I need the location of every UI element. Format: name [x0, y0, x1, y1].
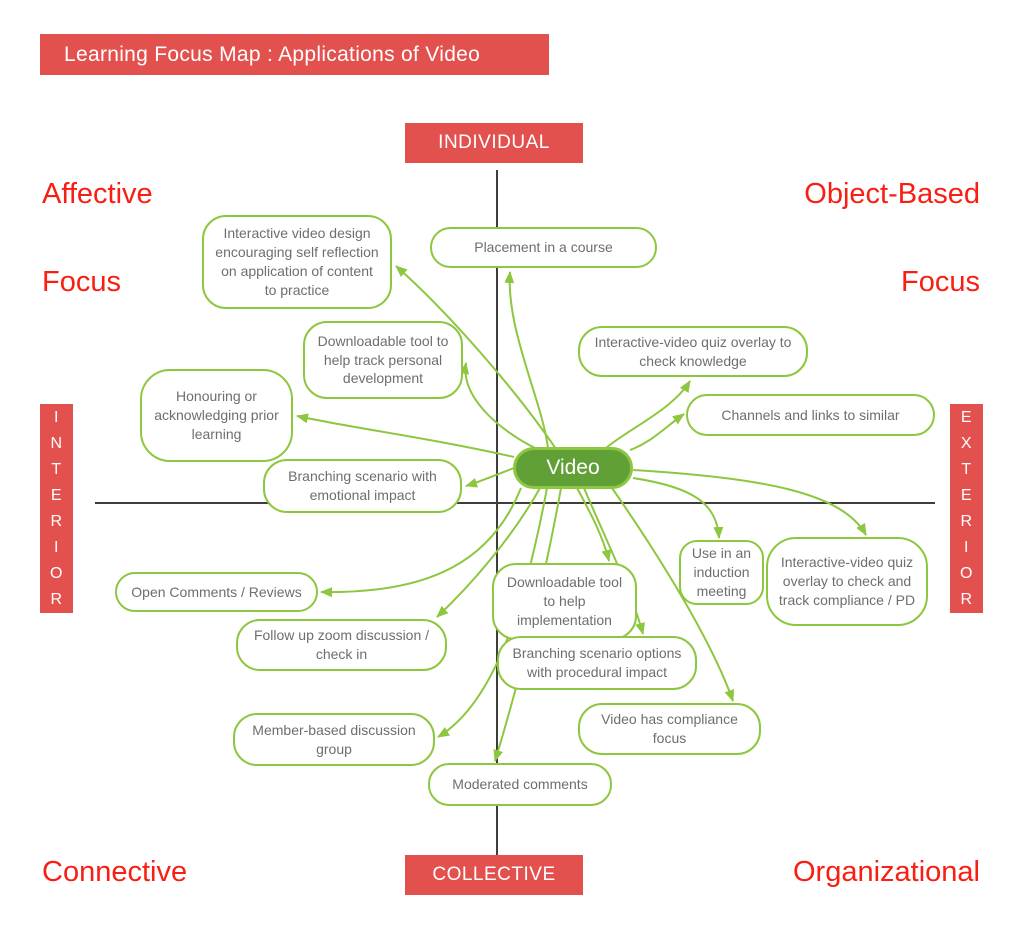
video-node: Video: [513, 447, 633, 489]
quadrant-label-organizational-focus: Organizational Focus: [793, 856, 980, 945]
node-quiz-overlay-track-compliance: Interactive-video quiz overlay to check …: [766, 537, 928, 626]
node-downloadable-tool-personal-development: Downloadable tool to help track personal…: [303, 321, 463, 399]
quadrant-label-object-based-focus: Object-Based Focus: [804, 178, 980, 298]
node-moderated-comments: Moderated comments: [428, 763, 612, 806]
node-quiz-overlay-check-knowledge: Interactive-video quiz overlay to check …: [578, 326, 808, 377]
quadrant-label-affective-focus: Affective Focus: [42, 178, 153, 298]
node-member-based-discussion-group: Member-based discussion group: [233, 713, 435, 766]
node-downloadable-tool-implementation: Downloadable tool to help implementation: [492, 563, 637, 640]
node-open-comments-reviews: Open Comments / Reviews: [115, 572, 318, 612]
node-interactive-video-self-reflection: Interactive video design encouraging sel…: [202, 215, 392, 309]
node-branching-scenario-procedural: Branching scenario options with procedur…: [497, 636, 697, 690]
page-title: Learning Focus Map : Applications of Vid…: [64, 42, 481, 66]
node-use-in-induction-meeting: Use in an induction meeting: [679, 540, 764, 605]
node-honouring-prior-learning: Honouring or acknowledging prior learnin…: [140, 369, 293, 462]
quadrant-label-connective-focus: Connective Focus: [42, 856, 188, 945]
node-branching-scenario-emotional: Branching scenario with emotional impact: [263, 459, 462, 513]
axis-banner-collective: COLLECTIVE: [405, 855, 583, 895]
node-placement-in-a-course: Placement in a course: [430, 227, 657, 268]
node-channels-links-similar: Channels and links to similar: [686, 394, 935, 436]
title-banner: Learning Focus Map : Applications of Vid…: [40, 34, 549, 75]
node-video-compliance-focus: Video has compliance focus: [578, 703, 761, 755]
axis-banner-individual: INDIVIDUAL: [405, 123, 583, 163]
node-follow-up-zoom-discussion: Follow up zoom discussion / check in: [236, 619, 447, 671]
